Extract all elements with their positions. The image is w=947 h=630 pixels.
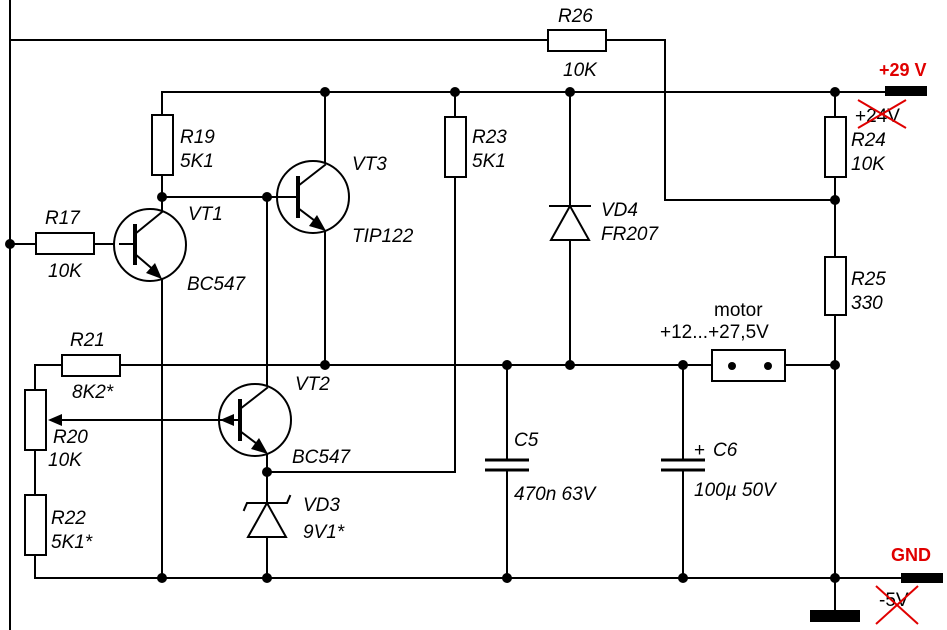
vt3-type: TIP122 [352, 226, 414, 247]
motor-connector: motor +12...+27,5V [660, 300, 786, 382]
junction-dots [5, 87, 840, 583]
c5-value: 470n 63V [514, 484, 598, 505]
supply-gnd-label: GND [891, 545, 931, 565]
vt3-name: VT3 [352, 154, 387, 175]
r19-name: R19 [180, 127, 215, 148]
r24-value: 10K [851, 154, 886, 175]
r17-name: R17 [45, 208, 81, 229]
ground-terminal: GND -5V [810, 545, 943, 625]
r17-value: 10K [48, 261, 83, 282]
resistor-r25: R25 330 [824, 256, 886, 316]
resistor-r19: R19 5K1 [151, 114, 215, 176]
transistor-vt1: VT1 BC547 [113, 204, 247, 295]
r23-name: R23 [472, 127, 507, 148]
emitter-arrow-icon [146, 263, 162, 279]
r21-value: 8K2* [72, 382, 114, 403]
vd4-name: VD4 [601, 200, 638, 221]
c6-value: 100µ 50V [694, 480, 778, 501]
emitter-arrow-icon [251, 438, 268, 454]
resistor-r24: R24 10K [824, 116, 886, 178]
motor-voltage: +12...+27,5V [660, 322, 769, 343]
vd3-value: 9V1* [303, 522, 345, 543]
resistor-r26: R26 10K [547, 6, 607, 81]
resistor-r23: R23 5K1 [444, 116, 507, 178]
r26-value: 10K [563, 60, 598, 81]
diode-vd4: VD4 FR207 [549, 200, 659, 245]
wiper-arrow-icon [48, 414, 62, 426]
wiper-arrow-head-icon [220, 414, 234, 426]
r20-value: 10K [48, 450, 83, 471]
capacitor-c5: C5 470n 63V [485, 430, 598, 505]
r20-name: R20 [53, 427, 88, 448]
resistor-r22: R22 5K1* [24, 494, 93, 556]
vd4-value: FR207 [601, 224, 659, 245]
c6-polarity: + [694, 440, 705, 461]
capacitor-c6: + C6 100µ 50V [661, 440, 778, 501]
transistor-vt3: VT3 TIP122 [266, 154, 414, 247]
resistor-r21: R21 8K2* [61, 330, 121, 403]
vt2-type: BC547 [292, 447, 352, 468]
potentiometer-r20: R20 10K [24, 389, 88, 471]
supply-pos-label: +29 V [879, 60, 927, 80]
r24-name: R24 [851, 130, 886, 151]
zener-vd3: VD3 9V1* [242, 494, 345, 543]
r23-value: 5K1 [472, 151, 506, 172]
r22-value: 5K1* [51, 532, 93, 553]
resistor-r17: R17 10K [35, 208, 95, 282]
r22-name: R22 [51, 508, 86, 529]
c6-name: C6 [713, 440, 738, 461]
motor-label: motor [714, 300, 763, 321]
r25-name: R25 [851, 269, 886, 290]
c5-name: C5 [514, 430, 539, 451]
positive-terminal: +29 V +24V [855, 60, 927, 129]
r19-value: 5K1 [180, 151, 214, 172]
emitter-arrow-icon [309, 215, 326, 231]
transistor-vt2: VT2 BC547 [218, 374, 352, 468]
r25-value: 330 [851, 293, 883, 314]
vt1-type: BC547 [187, 274, 247, 295]
r21-name: R21 [70, 330, 105, 351]
vd3-name: VD3 [303, 495, 340, 516]
vt1-name: VT1 [188, 204, 223, 225]
wires [9, 0, 906, 630]
r26-name: R26 [558, 6, 593, 27]
vt2-name: VT2 [295, 374, 330, 395]
